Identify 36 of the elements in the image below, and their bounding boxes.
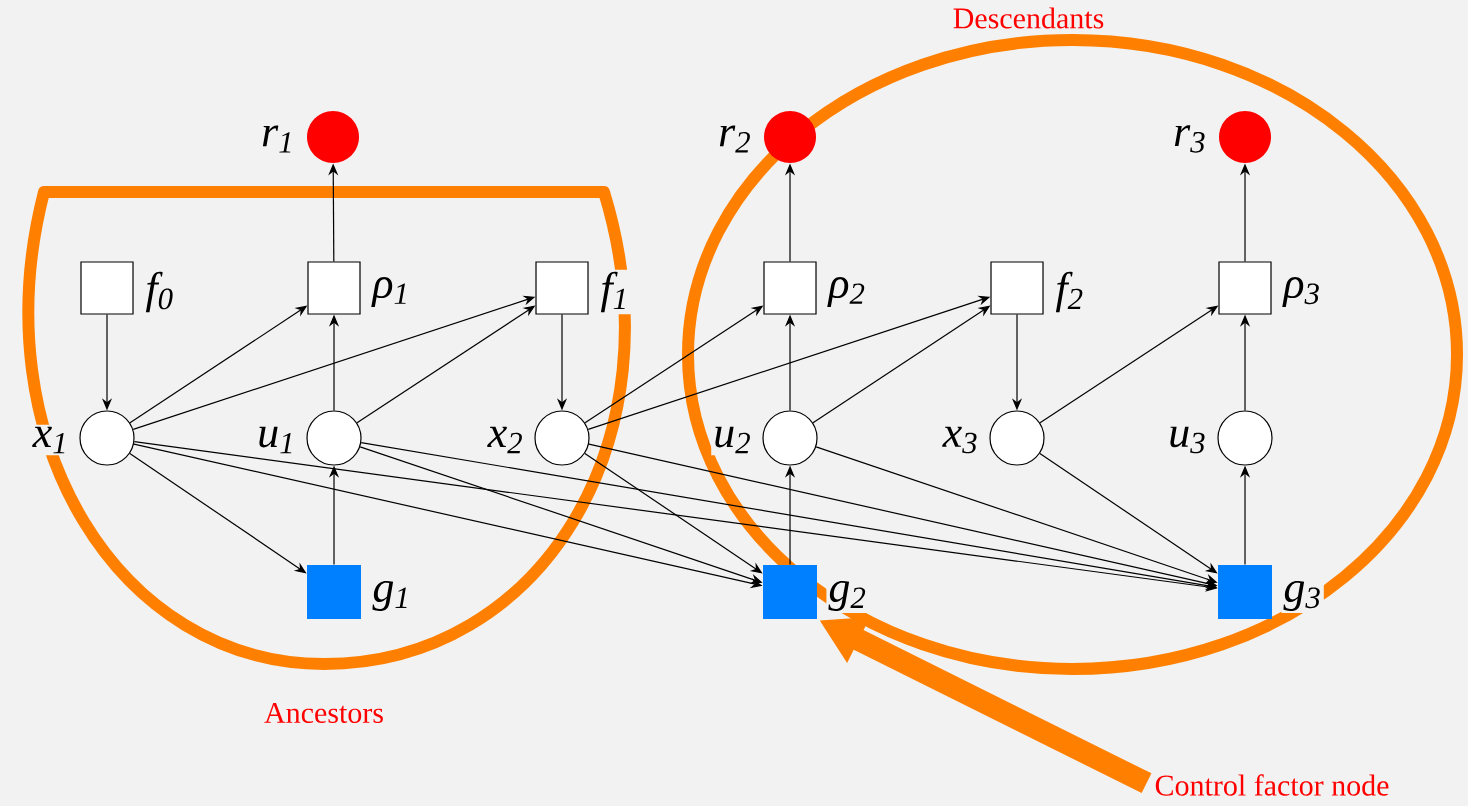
- variable-circle: [1217, 410, 1273, 466]
- factor-square: [535, 261, 589, 315]
- variable-label: u$_{1}$: [255, 424, 298, 456]
- variable-circle: [989, 410, 1045, 466]
- variable-label: f$_{1}$: [598, 269, 632, 315]
- variable-circle: [762, 410, 818, 466]
- variable-circle: [79, 410, 135, 466]
- variable-label: u$_{2}$: [711, 424, 754, 456]
- variable-circle: [534, 410, 590, 466]
- variable-label: g$_{1}$: [370, 578, 413, 614]
- variable-label: ρ$_{3}$: [1281, 275, 1323, 309]
- factor-square: [1218, 261, 1272, 315]
- region-label: Ancestors: [264, 702, 383, 724]
- factor-square: [763, 261, 817, 315]
- variable-label: ρ$_{2}$: [826, 275, 868, 309]
- output-dot: [764, 111, 816, 163]
- variable-label: ρ$_{1}$: [370, 275, 412, 309]
- control-square: [1218, 565, 1272, 619]
- variable-label: r$_{2}$: [716, 123, 754, 155]
- region-label: Descendants: [953, 7, 1104, 29]
- callout-text: Control factor node: [1155, 774, 1389, 796]
- control-square: [763, 565, 817, 619]
- factor-square: [80, 261, 134, 315]
- variable-label: f$_{0}$: [143, 269, 177, 315]
- factor-square: [990, 261, 1044, 315]
- variable-label: g$_{2}$: [826, 578, 869, 614]
- variable-label: g$_{3}$: [1281, 578, 1324, 614]
- variable-label: r$_{1}$: [259, 123, 297, 155]
- output-dot: [1219, 111, 1271, 163]
- control-square: [307, 565, 361, 619]
- variable-label: u$_{3}$: [1166, 424, 1209, 456]
- variable-label: f$_{2}$: [1053, 269, 1087, 315]
- variable-circle: [306, 410, 362, 466]
- variable-label: r$_{3}$: [1171, 123, 1209, 155]
- output-dot: [307, 111, 359, 163]
- factor-square: [307, 261, 361, 315]
